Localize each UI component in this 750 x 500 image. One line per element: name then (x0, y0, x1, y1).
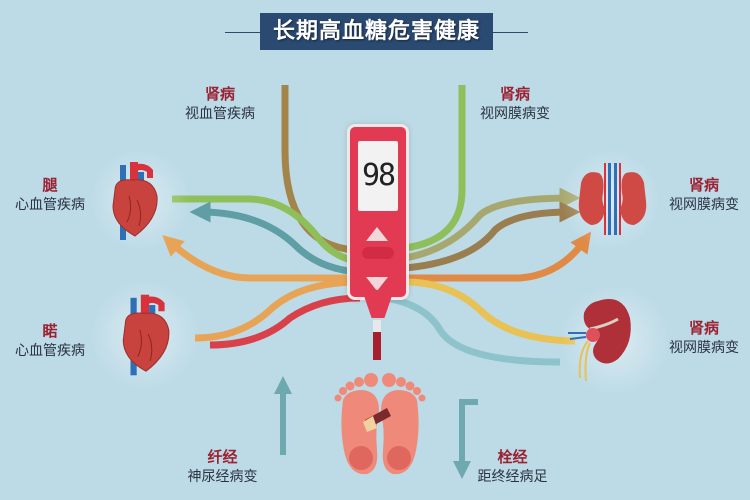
label-sub: 视网膜病变 (669, 197, 739, 213)
label-heading: 肾病 (688, 319, 719, 337)
flow-right-deep-orange (405, 231, 592, 282)
heart-icon (122, 294, 170, 376)
label-right-lower: 肾病 视网膜病变 (663, 318, 745, 358)
kidney-icon (568, 299, 631, 382)
flow-right-olive (404, 187, 581, 262)
flow-left-red (209, 294, 361, 349)
label-sub: 心血管疾病 (15, 197, 85, 213)
meter-button (362, 247, 394, 259)
flow-left-orange-upper (162, 234, 360, 282)
label-bottom-left: 纤经 神尿经病变 (180, 447, 265, 487)
flow-right-brown (404, 201, 581, 272)
label-sub: 距终经病足 (477, 469, 548, 485)
label-sub: 视网膜病变 (480, 106, 550, 122)
flow-right-yellow (404, 278, 576, 345)
label-left-lower: 睰 心血管疾病 (10, 321, 90, 361)
up-arrow-icon (366, 227, 388, 241)
label-bottom-right: 栓经 距终经病足 (470, 447, 555, 487)
label-top-right: 肾病 视网膜病变 (475, 84, 555, 124)
label-heading: 腿 (42, 176, 58, 194)
label-sub: 神尿经病变 (187, 469, 258, 485)
label-top-left: 肾病 视血管疾病 (180, 84, 260, 124)
label-heading: 栓经 (497, 448, 528, 466)
kidneys-icon (578, 163, 647, 235)
flow-bottom-right-down (453, 399, 478, 479)
heart-icon (112, 162, 158, 240)
label-right-upper: 肾病 视网膜病变 (663, 175, 745, 215)
label-sub: 视网膜病变 (669, 340, 739, 356)
label-heading: 肾病 (204, 85, 235, 103)
title-rule-right (490, 32, 528, 33)
flow-top-right-green (404, 85, 466, 252)
meter-screen: 98 (358, 141, 398, 211)
label-sub: 视血管疾病 (185, 106, 255, 122)
page-title: 长期高血糖危害健康 (260, 13, 493, 50)
label-heading: 肾病 (499, 85, 530, 103)
flow-top-left-brown (281, 85, 356, 254)
label-left-upper: 腿 心血管疾病 (10, 175, 90, 215)
label-heading: 纤经 (207, 448, 238, 466)
glucose-meter: 98 (347, 124, 409, 300)
flow-left-teal (189, 201, 361, 276)
label-heading: 睰 (42, 322, 58, 340)
flow-left-orange-lower (194, 278, 361, 342)
label-heading: 肾病 (688, 176, 719, 194)
down-arrow-icon (366, 277, 388, 291)
flow-left-green (172, 195, 361, 266)
label-sub: 心血管疾病 (15, 343, 85, 359)
test-strip (373, 320, 381, 360)
title-rule-left (225, 32, 265, 33)
feet-icon (334, 373, 426, 475)
